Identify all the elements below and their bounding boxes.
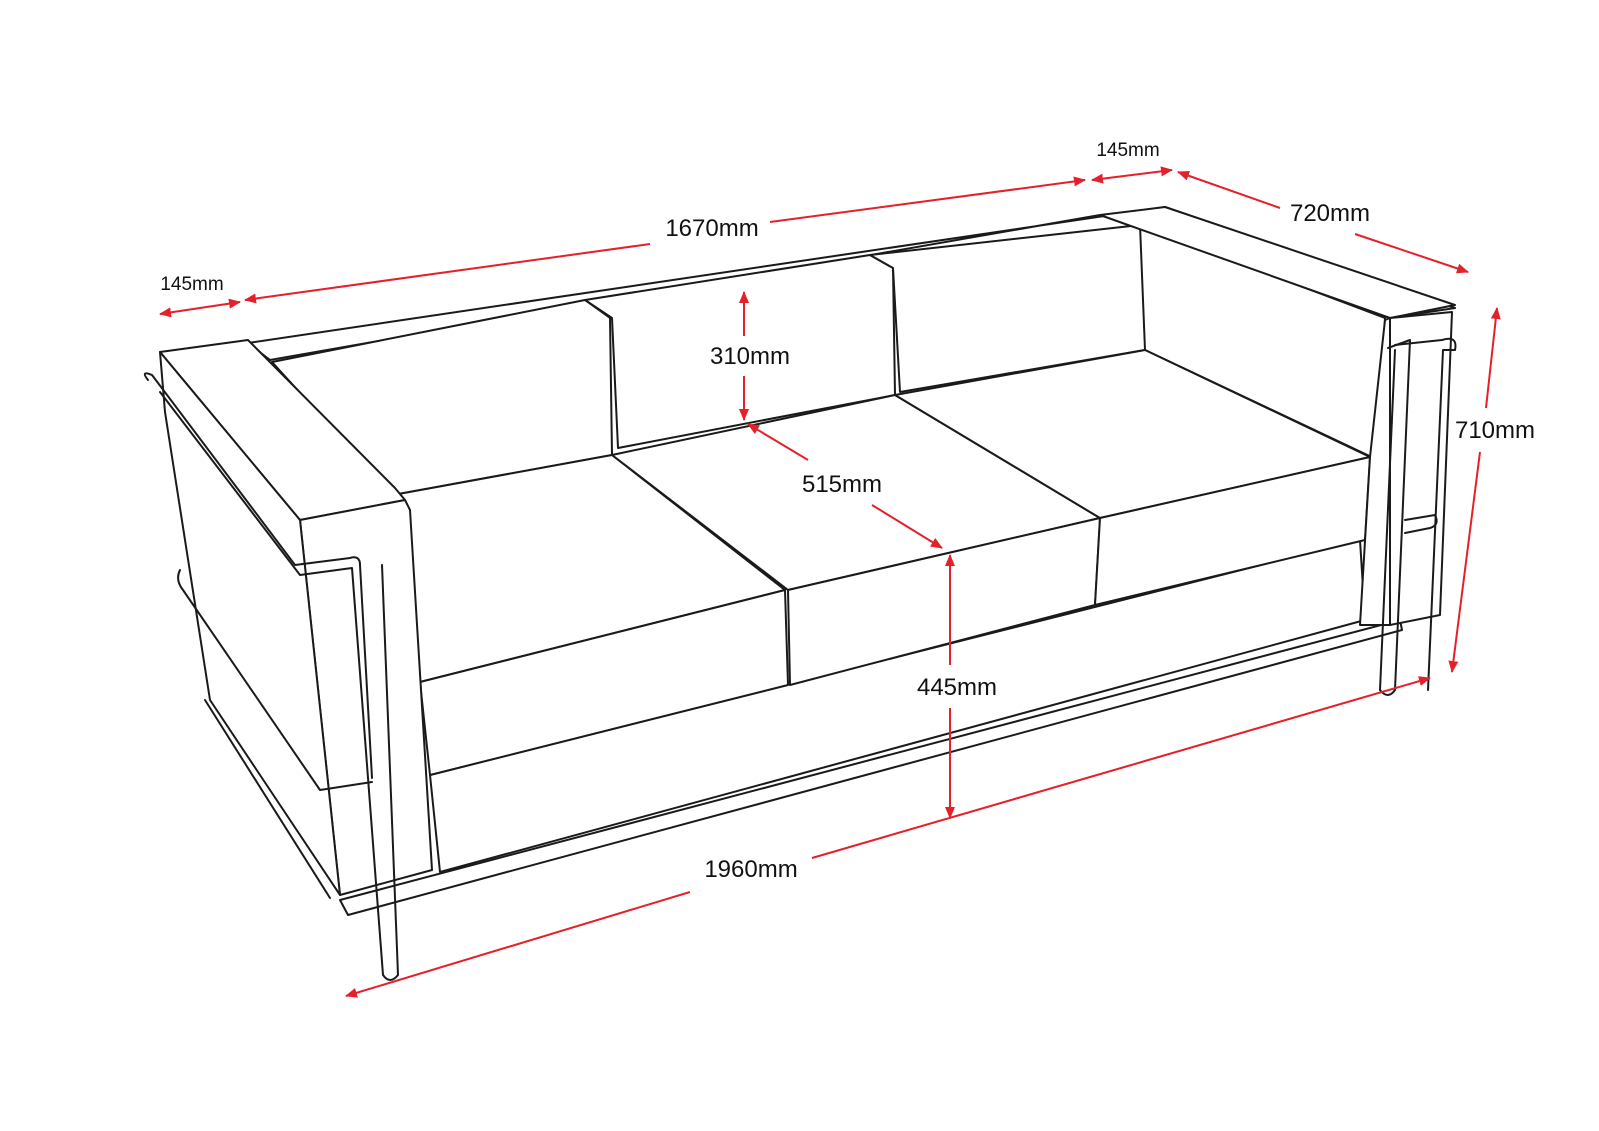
right-armrest-side (1389, 311, 1453, 626)
label-overall-width: 1960mm (704, 856, 797, 883)
label-backrest-height: 310mm (710, 343, 790, 370)
dim-line-seat-depth-b (871, 504, 943, 549)
left-frame-top-tube (143, 372, 373, 779)
left-frame-inner-tube (159, 391, 399, 981)
label-seat-span: 1670mm (665, 215, 758, 242)
dim-line-overall-height-a (1485, 307, 1501, 409)
dim-line-seat-depth-a (747, 423, 809, 461)
label-depth: 720mm (1290, 200, 1370, 227)
label-arm-width-left: 145mm (160, 274, 223, 295)
left-frame-lower-tube (177, 569, 373, 791)
label-overall-height: 710mm (1455, 417, 1535, 444)
dim-line-seat-span-a (244, 243, 651, 304)
dim-line-arm-right (1091, 166, 1173, 184)
dim-line-depth-a (1177, 170, 1281, 209)
left-frame-bottom (204, 699, 331, 899)
left-armrest-side (159, 351, 341, 896)
dimension-lines (159, 166, 1501, 998)
right-frame-tube (1394, 337, 1457, 691)
dim-line-overall-width-a (345, 891, 691, 998)
dim-line-depth-b (1354, 233, 1469, 274)
seat-cushion-left-front (419, 589, 789, 776)
label-seat-depth: 515mm (802, 471, 882, 498)
label-seat-height: 445mm (917, 674, 997, 701)
dim-line-seat-span-b (769, 176, 1086, 223)
sofa-base-bottom-rail (339, 619, 1403, 916)
dim-line-arm-left (159, 298, 241, 318)
dim-line-overall-height-b (1448, 451, 1481, 673)
label-arm-width-right: 145mm (1096, 140, 1159, 161)
right-frame-rail (1404, 514, 1438, 534)
dimension-labels: 145mm 1670mm 145mm 720mm 310mm 515mm 710… (160, 140, 1535, 883)
sofa-drawing (143, 206, 1457, 981)
right-frame-post (1379, 339, 1411, 696)
dim-line-overall-width-b (811, 676, 1431, 859)
